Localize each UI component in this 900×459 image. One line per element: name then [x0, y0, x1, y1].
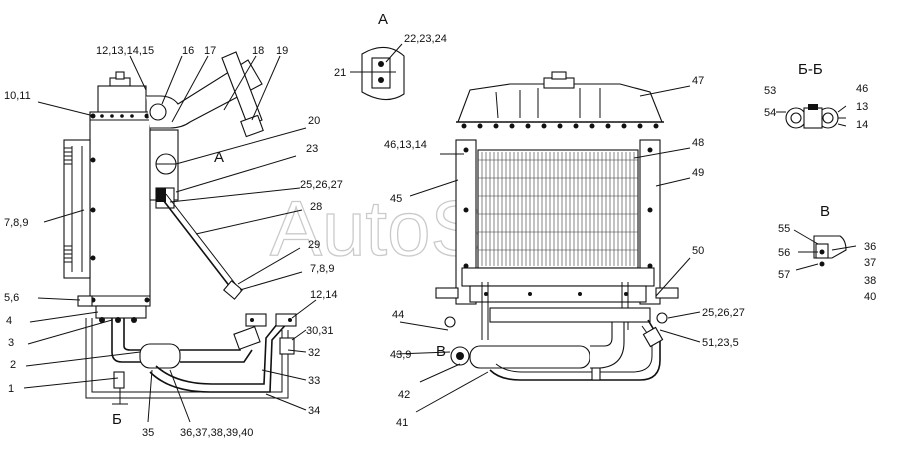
- label-3: 3: [8, 337, 14, 349]
- label-40: 40: [864, 291, 876, 303]
- label-23: 23: [306, 143, 318, 155]
- label-30-31: 30,31: [306, 325, 334, 337]
- section-bb: [776, 104, 847, 129]
- front-view: [435, 71, 679, 381]
- label-12-15: 12,13,14,15: [96, 45, 154, 57]
- label-22-24: 22,23,24: [404, 33, 447, 45]
- label-44: 44: [392, 309, 404, 321]
- label-37: 37: [864, 257, 876, 269]
- label-2: 2: [10, 359, 16, 371]
- label-b-view: B: [820, 203, 830, 220]
- label-36-40: 36,37,38,39,40: [180, 427, 253, 439]
- label-5-6: 5,6: [4, 292, 19, 304]
- label-32: 32: [308, 347, 320, 359]
- label-10-11: 10,11: [4, 90, 31, 102]
- label-18: 18: [252, 45, 264, 57]
- label-45: 45: [390, 193, 402, 205]
- label-55: 55: [778, 223, 790, 235]
- detail-view-b: [793, 229, 857, 271]
- leaders-left: [23, 55, 317, 423]
- leaders-front: [395, 85, 701, 413]
- label-49: 49: [692, 167, 704, 179]
- label-48: 48: [692, 137, 704, 149]
- label-47: 47: [692, 75, 704, 87]
- label-13: 13: [856, 101, 868, 113]
- label-a-view: A: [378, 11, 388, 28]
- label-53: 53: [764, 85, 776, 97]
- label-a-main: A: [214, 149, 224, 166]
- label-46-13-14: 46,13,14: [384, 139, 427, 151]
- label-bb-title: Б-Б: [798, 61, 823, 78]
- label-b-cyr: Б: [112, 411, 122, 428]
- label-56: 56: [778, 247, 790, 259]
- label-35: 35: [142, 427, 154, 439]
- label-51-23-5: 51,23,5: [702, 337, 739, 349]
- label-25-27-left: 25,26,27: [300, 179, 343, 191]
- label-28: 28: [310, 201, 322, 213]
- label-34: 34: [308, 405, 320, 417]
- label-43-9: 43,9: [390, 349, 411, 361]
- label-36: 36: [864, 241, 876, 253]
- label-b-lat: B: [436, 343, 446, 360]
- label-12-14: 12,14: [310, 289, 338, 301]
- label-25-27-right: 25,26,27: [702, 307, 745, 319]
- label-50: 50: [692, 245, 704, 257]
- label-57: 57: [778, 269, 790, 281]
- label-19: 19: [276, 45, 288, 57]
- label-29: 29: [308, 239, 320, 251]
- labels: 10,11 12,13,14,15 16 17 18 19 20 A 23 25…: [4, 11, 876, 439]
- label-54: 54: [764, 107, 776, 119]
- label-21: 21: [334, 67, 346, 79]
- label-7-9-left: 7,8,9: [4, 217, 28, 229]
- label-14: 14: [856, 119, 868, 131]
- label-17: 17: [204, 45, 216, 57]
- label-38: 38: [864, 275, 876, 287]
- label-42: 42: [398, 389, 410, 401]
- label-41: 41: [396, 417, 408, 429]
- label-33: 33: [308, 375, 320, 387]
- label-1: 1: [8, 383, 14, 395]
- label-20: 20: [308, 115, 320, 127]
- detail-view-a: [350, 43, 405, 101]
- label-7-9-right: 7,8,9: [310, 263, 334, 275]
- label-16: 16: [182, 45, 194, 57]
- label-4: 4: [6, 315, 12, 327]
- label-46: 46: [856, 83, 868, 95]
- side-view: [63, 51, 297, 405]
